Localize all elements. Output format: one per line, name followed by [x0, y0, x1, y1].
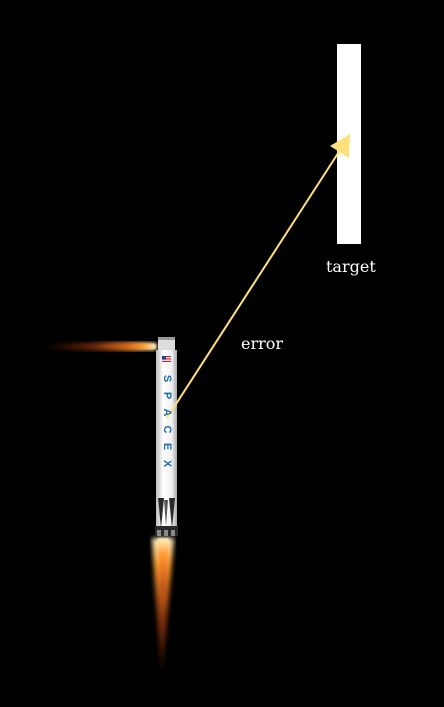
arrow-icon [166, 134, 350, 419]
error-vector-head [330, 134, 350, 158]
target-label: target [326, 257, 376, 276]
us-flag-icon [162, 356, 171, 363]
error-label: error [241, 334, 284, 353]
rocket-logo: S P A C E X [156, 370, 177, 480]
rocket [155, 337, 178, 536]
thruster-flame-icon [40, 342, 156, 351]
engine-flame-icon [152, 538, 174, 680]
logo-letter: X [161, 459, 173, 468]
error-vector [166, 143, 345, 419]
